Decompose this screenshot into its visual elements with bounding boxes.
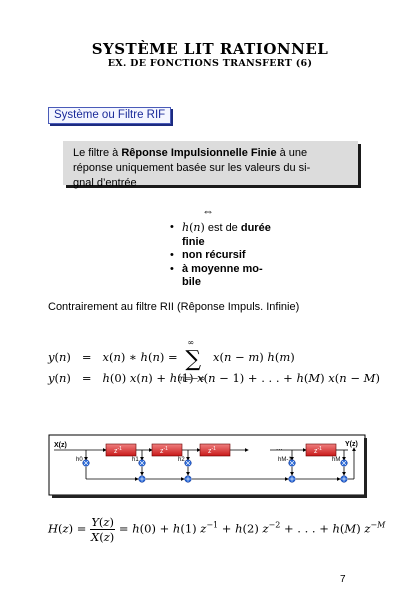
- definition-box: Le filtre à Rêponse Impulsionnelle Finie…: [63, 141, 358, 189]
- page-subtitle: EX. DE FONCTIONS TRANSFERT (6): [107, 58, 313, 69]
- tap-label-h0: h0: [76, 457, 83, 463]
- bullet-duration: h(n) est de durée finie: [170, 221, 310, 249]
- property-list: h(n) est de durée finie non récursif à m…: [170, 221, 310, 290]
- tap-label-hM: hM: [332, 457, 340, 463]
- transfer-function-equation: H(z) = Y(z)X(z) = h(0) + h(1) z−1 + h(2)…: [48, 515, 386, 544]
- equivalence-symbol: ⇔: [202, 204, 214, 218]
- equation-convolution: y(n) = x(n) ∗ h(n) = ∞∑m=−∞ x(n − m) h(m…: [48, 338, 295, 383]
- sum-symbol: ∞∑m=−∞: [177, 338, 205, 383]
- transfer-fraction: Y(z)X(z): [90, 515, 116, 544]
- section-heading: Système ou Filtre RIF: [48, 107, 172, 124]
- fir-block-diagram: X(z) Y(z) z-1 z-1 z-1 ... z-1 h0 h1 h2 h…: [48, 434, 367, 498]
- tap-label-h2: h2: [178, 457, 185, 463]
- bullet-nonrecursive: non récursif: [170, 249, 310, 263]
- equation-expanded: y(n) = h(0) x(n) + h(1) x(n − 1) + . . .…: [48, 371, 380, 385]
- diagram-ellipsis: ...: [276, 443, 283, 452]
- definition-line1-rest: à une: [276, 147, 308, 159]
- delay-block-2: z-1: [151, 443, 183, 457]
- svg-text:z-1: z-1: [160, 446, 168, 455]
- definition-bold: Rêponse Impulsionnelle Finie: [121, 147, 277, 159]
- svg-text:z-1: z-1: [314, 446, 322, 455]
- svg-text:z-1: z-1: [208, 446, 216, 455]
- svg-text:z-1: z-1: [114, 446, 122, 455]
- page-title: SYSTÈME LIT RATIONNEL: [91, 40, 329, 58]
- bullet-duration-bold: durée: [240, 222, 271, 234]
- contrast-text: Contrairement au filtre RII (Rêponse Imp…: [48, 301, 300, 313]
- diagram-output-label: Y(z): [345, 441, 358, 448]
- tap-label-hM-1: hM-1: [278, 457, 292, 463]
- bullet-duration-pre: est de: [204, 222, 241, 234]
- bullet-moving-average: à moyenne mo-bile: [170, 263, 310, 290]
- definition-line3: gnal d’entrée: [73, 177, 137, 189]
- page-number: 7: [340, 574, 346, 585]
- math-h-n: h: [182, 221, 190, 234]
- definition-prefix: Le filtre à: [73, 147, 122, 159]
- definition-line2: réponse uniquement basée sur les valeurs…: [73, 162, 311, 174]
- delay-block-3: z-1: [199, 443, 231, 457]
- delay-block-4: z-1: [305, 443, 337, 457]
- delay-block-1: z-1: [105, 443, 137, 457]
- tap-label-h1: h1: [132, 457, 139, 463]
- bullet-duration-cont: finie: [182, 235, 205, 248]
- diagram-input-label: X(z): [54, 442, 67, 449]
